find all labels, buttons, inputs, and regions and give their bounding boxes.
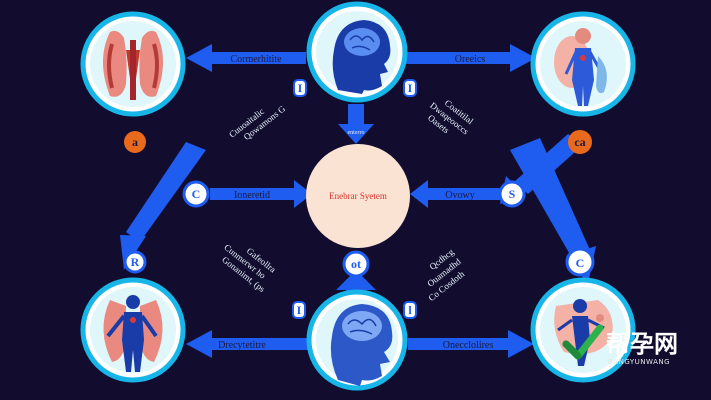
badge-bottom-center-left (292, 301, 306, 319)
badge-orange-right (568, 130, 592, 154)
watermark-logo-icon (562, 324, 604, 360)
badge-orange-left-label: a (132, 135, 138, 149)
badge-lower-right (565, 247, 595, 277)
arrow-bottom-right (408, 330, 534, 358)
badge-orange-right-label: ca (574, 135, 585, 149)
brain-head-icon (332, 20, 391, 94)
node-top-left (80, 11, 186, 117)
badge-bottom-center (342, 250, 370, 278)
upper-left-diagonal-arrow (126, 142, 206, 242)
center-label: Enebrar Syetem (329, 191, 387, 201)
badge-mid-left (182, 180, 210, 208)
center-node: Enebrar Syetem (306, 144, 410, 248)
badge-bottom-center-right-label: l (408, 303, 412, 317)
badge-top-center-right-label: I (408, 81, 413, 95)
arrow-mid-left (210, 180, 312, 208)
badge-top-center-left (293, 79, 307, 97)
arrow-top-right (404, 44, 536, 72)
badge-top-center-right (403, 79, 417, 97)
badge-lower-left-label: R (131, 255, 140, 269)
lungs-figure-icon (103, 295, 163, 372)
body-figure-icon (554, 28, 607, 106)
center-circle (306, 144, 410, 248)
arrow-mid-right-label: Ovowy (445, 190, 474, 201)
body-figure-icon-bottom (554, 299, 613, 366)
upper-right-diagonal-arrow (514, 134, 584, 194)
badge-lower-left (123, 250, 147, 274)
arrow-top-left-label: Cormerhitite (230, 54, 282, 65)
badge-mid-right (498, 180, 526, 208)
arrow-mid-left-label: Ioneretid (234, 190, 270, 201)
arrow-bottom-left (186, 330, 312, 358)
badge-mid-left-label: C (192, 187, 201, 201)
node-bottom-right (530, 277, 636, 383)
node-top-right (530, 11, 636, 117)
badge-bottom-center-right (403, 301, 417, 319)
diag-label-upper-left: Cuuoaitalic Qowamons G (227, 103, 287, 142)
kidneys-icon (103, 30, 163, 100)
badge-top-center-left-label: I (298, 81, 303, 95)
diag-label-upper-right: Coatitilal Dwaqeooccs Oasets (426, 98, 476, 137)
arrow-top-down (338, 104, 374, 144)
arrow-top-left (186, 44, 306, 72)
arrow-top-right-label: Oreeics (455, 54, 486, 65)
badge-bottom-center-left-label: I (297, 303, 302, 317)
diag-label-lower-right: Qcdhcg Ouamadhd Co Cosdoth (425, 246, 466, 303)
watermark-main: 帮孕网 (606, 330, 678, 358)
arrow-bottom-right-label: Onecclolires (443, 340, 494, 351)
badges: a ca C S R C I I ot I l (123, 79, 595, 319)
watermark: 帮孕网 BANGYUNWANG (562, 324, 678, 366)
badge-mid-right-label: S (509, 187, 516, 201)
badge-bottom-center-label: ot (351, 257, 361, 271)
node-top-center (306, 1, 408, 103)
arrow-bottom-left-label: Drecytetitre (218, 340, 266, 351)
watermark-sub: BANGYUNWANG (608, 358, 670, 366)
node-bottom-left (80, 277, 186, 383)
diag-label-lower-left: Gafeollra Cunmerwr ho Gonanimt, (ps (220, 242, 278, 294)
badge-orange-left (124, 131, 146, 153)
badge-lower-right-label: C (576, 256, 585, 270)
arrow-top-down-label: enterro (348, 130, 365, 136)
arrow-mid-right (410, 180, 506, 208)
node-bottom-center (306, 289, 408, 391)
brain-head-icon-bottom (330, 304, 393, 386)
